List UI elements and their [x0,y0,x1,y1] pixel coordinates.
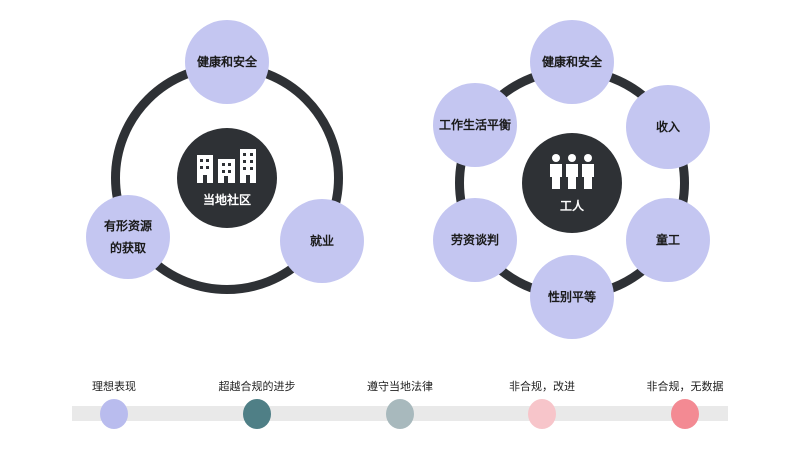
hub-label: 当地社区 [202,192,251,207]
node-child-labor: 童工 [626,198,710,282]
node-label: 收入 [655,120,680,134]
legend-label: 超越合规的进步 [218,380,296,393]
buildings-icon [197,148,256,183]
node-label: 健康和安全 [196,55,257,69]
people-icon [550,153,594,189]
node-income: 收入 [626,85,710,169]
node-label: 童工 [655,233,680,247]
hub-label: 工人 [559,198,584,213]
legend-dot [243,399,271,429]
legend-dot [671,399,699,429]
legend-label: 遵守当地法律 [367,380,433,393]
node-employment: 就业 [280,199,364,283]
node-label: 工作生活平衡 [438,118,511,132]
node-health-safety: 健康和安全 [185,20,269,104]
node-label: 有形资源的获取 [103,219,152,255]
workers-hub: 工人 [522,133,622,233]
legend-label: 非合规，改进 [509,380,575,393]
node-label: 健康和安全 [541,55,602,69]
node-resource-access: 有形资源的获取 [86,195,170,279]
legend-label: 理想表现 [92,380,136,393]
node-health-safety: 健康和安全 [530,20,614,104]
node-label: 性别平等 [547,290,596,304]
legend-dot [386,399,414,429]
legend-dot [528,399,556,429]
node-collective-bargaining: 劳资谈判 [433,198,517,282]
legend-dot [100,399,128,429]
community-hub: 当地社区 [177,128,277,228]
legend-label: 非合规，无数据 [646,380,724,393]
node-label: 就业 [309,234,334,248]
node-label: 劳资谈判 [450,233,499,247]
node-gender-equality: 性别平等 [530,255,614,339]
node-work-life-balance: 工作生活平衡 [433,83,517,167]
